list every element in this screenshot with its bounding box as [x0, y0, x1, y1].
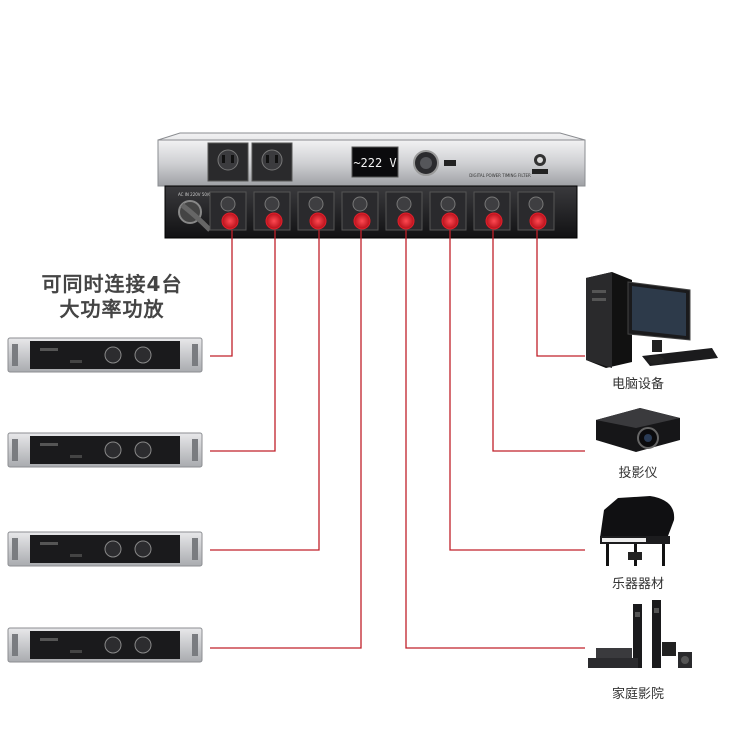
red-connector-icon: [221, 212, 239, 230]
rear-outlet-1: [209, 191, 247, 231]
rear-outlet-3: [297, 191, 335, 231]
headline-line2: 大功率功放: [59, 297, 165, 321]
wires: [210, 230, 585, 649]
red-connector-icon: [485, 212, 503, 230]
rear-outlet-8: [517, 191, 555, 231]
device-label-home-theater: 家庭影院: [611, 687, 664, 702]
rear-outlet-4: [341, 191, 379, 231]
wire-2: [210, 230, 276, 452]
wire-5: [536, 230, 585, 357]
rear-outlet-2: [253, 191, 291, 231]
wire-3: [210, 230, 320, 551]
red-connector-icon: [441, 212, 459, 230]
home-theater-icon: [588, 600, 692, 668]
rear-outlet-5: [385, 191, 423, 231]
voltage-display: [351, 146, 399, 178]
device-label-instruments: 乐器器材: [611, 577, 664, 592]
panel-text: DIGITAL POWER TIMING FILTER: [469, 173, 531, 178]
wire-7: [449, 230, 585, 551]
red-connector-icon: [309, 212, 327, 230]
rear-outlets: [209, 191, 555, 231]
red-connector-icon: [397, 212, 415, 230]
wire-4: [210, 230, 362, 649]
rear-label: AC IN 220V 50/60Hz: [178, 192, 218, 197]
red-connector-icon: [265, 212, 283, 230]
amplifier-2-icon: [7, 432, 203, 468]
headline-line1: 可同时连接4台: [41, 272, 183, 296]
front-outlet-2: [251, 142, 293, 182]
headline: 可同时连接4台 大功率功放: [22, 272, 202, 322]
amplifier-3-icon: [7, 531, 203, 567]
wire-8: [405, 230, 585, 649]
rear-outlet-7: [473, 191, 511, 231]
voltage-readout: ~222 V: [353, 156, 396, 170]
piano-icon: [600, 496, 675, 566]
wire-6: [492, 230, 585, 452]
wire-1: [210, 230, 233, 357]
device-label-computer: 电脑设备: [611, 377, 664, 392]
device-label-projector: 投影仪: [618, 466, 658, 481]
projector-icon: [596, 408, 680, 452]
amplifier-1-icon: [7, 337, 203, 373]
amplifier-4-icon: [7, 627, 203, 663]
computer-icon: [586, 272, 718, 368]
red-connector-icon: [529, 212, 547, 230]
front-outlet-1: [207, 142, 249, 182]
red-connector-icon: [353, 212, 371, 230]
rear-outlet-6: [429, 191, 467, 231]
amplifiers: [7, 337, 203, 663]
